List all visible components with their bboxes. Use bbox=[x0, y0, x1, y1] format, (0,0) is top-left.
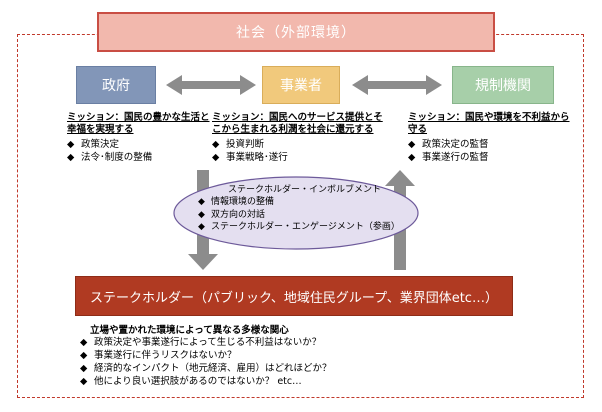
list-item: ◆政策決定や事業遂行によって生じる不利益はないか？ bbox=[80, 337, 322, 348]
list-item: ◆政策決定の監督 bbox=[408, 139, 489, 150]
concerns-title: 立場や置かれた環境によって異なる多様な関心 bbox=[90, 325, 289, 336]
business-tasks: ◆投資判断 ◆事業戦略･遂行 bbox=[212, 138, 402, 164]
double-arrow-government-business bbox=[166, 75, 256, 95]
involvement-ellipse bbox=[173, 176, 419, 250]
list-item: ◆法令･制度の整備 bbox=[67, 152, 153, 163]
society-box: 社会（外部環境） bbox=[97, 12, 495, 52]
list-item: ◆経済的なインパクト（地元経済、雇用）はどれほどか？ bbox=[80, 363, 332, 374]
list-item: ◆他により良い選択肢があるのではないか？ etc… bbox=[80, 376, 302, 387]
society-label: 社会（外部環境） bbox=[236, 25, 356, 41]
government-box: 政府 bbox=[76, 66, 156, 104]
regulator-label: 規制機関 bbox=[475, 78, 531, 94]
list-item: ◆事業戦略･遂行 bbox=[212, 152, 288, 163]
business-box: 事業者 bbox=[262, 66, 340, 104]
regulator-box: 規制機関 bbox=[452, 66, 554, 104]
double-arrow-business-regulator bbox=[352, 75, 442, 95]
stakeholder-box: ステークホルダー（パブリック、地域住民グループ、業界団体etc…） bbox=[75, 276, 513, 316]
list-item: ◆情報環境の整備 bbox=[198, 197, 275, 208]
regulator-mission: ミッション：国民や環境を不利益から 守る bbox=[408, 112, 570, 135]
regulator-tasks: ◆政策決定の監督 ◆事業遂行の監督 bbox=[408, 138, 588, 164]
government-mission: ミッション：国民の豊かな生活と 幸福を実現する bbox=[67, 112, 210, 135]
involvement-title: ステークホルダー・インボルブメント bbox=[228, 185, 382, 195]
business-mission: ミッション：国民へのサービス提供とそ こから生まれる利潤を社会に還元する bbox=[212, 112, 383, 135]
business-label: 事業者 bbox=[280, 78, 322, 94]
concerns-list: ◆政策決定や事業遂行によって生じる不利益はないか？ ◆事業遂行に伴うリスクはない… bbox=[80, 336, 332, 388]
list-item: ◆ステークホルダー・エンゲージメント（参画） bbox=[198, 222, 400, 233]
list-item: ◆双方向の対話 bbox=[198, 209, 266, 220]
list-item: ◆事業遂行の監督 bbox=[408, 152, 489, 163]
list-item: ◆事業遂行に伴うリスクはないか？ bbox=[80, 350, 237, 361]
involvement-text: ステークホルダー・インボルブメント ◆情報環境の整備 ◆双方向の対話 ◆ステーク… bbox=[198, 184, 400, 234]
government-label: 政府 bbox=[102, 78, 130, 94]
regulator-mission-block: ミッション：国民や環境を不利益から 守る ◆政策決定の監督 ◆事業遂行の監督 bbox=[408, 112, 588, 164]
stakeholder-label: ステークホルダー（パブリック、地域住民グループ、業界団体etc…） bbox=[90, 290, 498, 306]
government-tasks: ◆政策決定 ◆法令･制度の整備 bbox=[67, 138, 217, 164]
list-item: ◆政策決定 bbox=[67, 139, 120, 150]
government-mission-block: ミッション：国民の豊かな生活と 幸福を実現する ◆政策決定 ◆法令･制度の整備 bbox=[67, 112, 217, 164]
list-item: ◆投資判断 bbox=[212, 139, 265, 150]
business-mission-block: ミッション：国民へのサービス提供とそ こから生まれる利潤を社会に還元する ◆投資… bbox=[212, 112, 402, 164]
